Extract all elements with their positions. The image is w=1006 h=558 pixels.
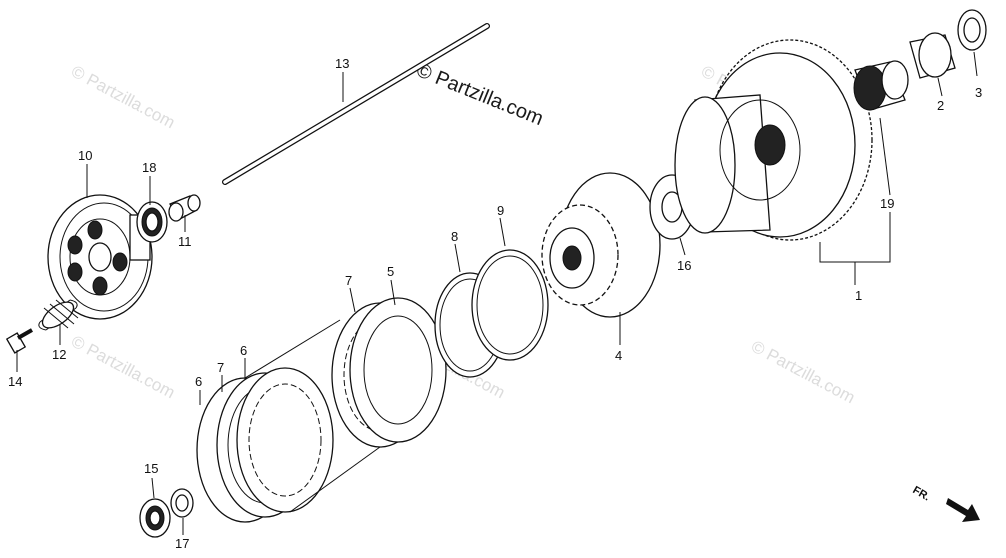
front-arrow-icon [946, 498, 980, 522]
part-10-pressure-plate[interactable] [47, 194, 153, 320]
watermark-bottom-right: © Partzilla.com [748, 337, 858, 408]
part-19-needle-bearing[interactable] [853, 60, 909, 111]
part-3-washer[interactable] [957, 9, 987, 51]
label-part-4: 4 [615, 348, 622, 363]
label-part-14: 14 [8, 374, 22, 389]
label-part-1: 1 [855, 288, 862, 303]
parts-5-7-disc-stack-right[interactable] [331, 297, 447, 448]
label-part-9: 9 [497, 203, 504, 218]
label-part-8: 8 [451, 229, 458, 244]
stack-guide-lines [244, 319, 381, 513]
label-part-10: 10 [78, 148, 92, 163]
label-part-18: 18 [142, 160, 156, 175]
label-part-2: 2 [937, 98, 944, 113]
part-1-clutch-outer[interactable] [674, 39, 873, 241]
label-part-6-upper: 6 [240, 343, 247, 358]
part-4-clutch-center[interactable] [541, 172, 661, 318]
label-part-7-lower: 7 [217, 360, 224, 375]
part-12-clutch-spring[interactable] [38, 297, 79, 333]
front-direction-indicator: FR. [911, 484, 980, 522]
parts-6-7-disc-stack-left[interactable] [196, 367, 334, 523]
watermark-top-left: © Partzilla.com [68, 62, 178, 133]
part-13-push-rod[interactable] [222, 23, 490, 185]
label-part-17: 17 [175, 536, 189, 551]
label-part-15: 15 [144, 461, 158, 476]
watermark-bottom-left: © Partzilla.com [68, 332, 178, 403]
part-labels: 1 2 3 4 5 6 6 7 7 8 9 10 11 12 13 14 15 … [8, 56, 982, 551]
label-part-13: 13 [335, 56, 349, 71]
part-14-bolt[interactable] [5, 328, 33, 354]
label-part-11: 11 [178, 234, 192, 249]
watermark-main: © Partzilla.com [413, 59, 546, 130]
label-part-6-lower: 6 [195, 374, 202, 389]
label-part-16: 16 [677, 258, 691, 273]
part-9-judder-spring[interactable] [471, 249, 549, 361]
part-11-collar[interactable] [168, 194, 201, 222]
label-part-7-upper: 7 [345, 273, 352, 288]
label-part-5: 5 [387, 264, 394, 279]
label-part-3: 3 [975, 85, 982, 100]
part-18-bearing[interactable] [136, 201, 168, 243]
part-15-lock-nut[interactable] [139, 498, 171, 538]
part-2-bushing[interactable] [909, 32, 956, 79]
label-part-19: 19 [880, 196, 894, 211]
leader-lines [16, 51, 978, 535]
front-label: FR. [911, 484, 932, 503]
part-17-washer[interactable] [170, 488, 194, 518]
label-part-12: 12 [52, 347, 66, 362]
